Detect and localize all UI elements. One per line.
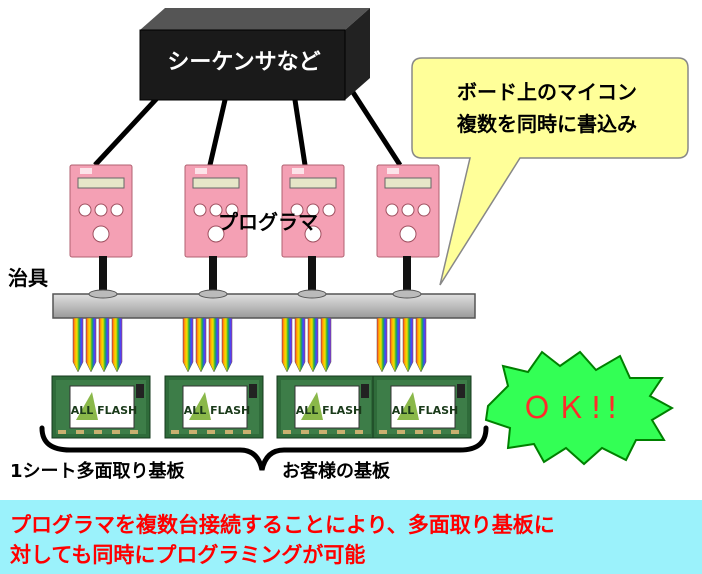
programmer-button [385, 203, 399, 217]
pcb-board: ALL FLASH [276, 375, 376, 439]
programmer-connectors [99, 256, 411, 292]
programmer-button [306, 203, 320, 217]
footer-line-1: プログラマを複数台接続することにより、多面取り基板に [10, 513, 555, 537]
programmer-display [192, 177, 240, 189]
programmer-button [209, 203, 223, 217]
programmer-port [399, 225, 417, 243]
footer-box [0, 500, 702, 574]
board-logo-text: ALL FLASH [71, 404, 138, 417]
board-logo-panel [182, 385, 248, 429]
board-logo-text: ALL FLASH [296, 404, 363, 417]
programmer-display [384, 177, 432, 189]
board-logo-text: ALL FLASH [392, 404, 459, 417]
pcb-board: ALL FLASH [164, 375, 264, 439]
cable-bundle [72, 317, 123, 373]
board-logo-panel [294, 385, 360, 429]
programmer-button [110, 203, 124, 217]
callout-text: ボード上のマイコン 複数を同時に書込み [412, 76, 682, 140]
programmer-display [289, 177, 337, 189]
programmer-display [77, 177, 125, 189]
programmer-button [193, 203, 207, 217]
programmer-button [417, 203, 431, 217]
programmer-label: プログラマ [218, 210, 318, 234]
ok-label: ＯＫ!! [521, 391, 623, 426]
brace-label-right: お客様の基板 [282, 461, 390, 482]
jig-label: 治具 [8, 266, 48, 290]
programmer-unit [281, 164, 345, 258]
programmer-unit [376, 164, 440, 258]
ok-burst [484, 350, 675, 466]
programmer-button [78, 203, 92, 217]
programmer-button [225, 203, 239, 217]
callout-line-1: ボード上のマイコン [457, 80, 637, 104]
pcb-board: ALL FLASH [51, 375, 151, 439]
footer-line-2: 対しても同時にプログラミングが可能 [10, 543, 366, 567]
board-brace [39, 425, 489, 471]
programmer-button [322, 203, 336, 217]
sequencer-label: シーケンサなど [167, 50, 321, 75]
programmer-button [94, 203, 108, 217]
board-group: ALL FLASH ALL FLASH ALL FLASH ALL FLASH [51, 375, 472, 439]
speech-callout [411, 57, 689, 286]
brace-label-left: 1シート多面取り基板 [10, 461, 185, 482]
board-logo-text: ALL FLASH [184, 404, 251, 417]
cable-bundle [376, 317, 427, 373]
board-logo-panel [69, 385, 135, 429]
programmer-port [92, 225, 110, 243]
sequencer-wires [93, 78, 403, 167]
programmer-button [401, 203, 415, 217]
pcb-board: ALL FLASH [372, 375, 472, 439]
board-logo-panel [390, 385, 456, 429]
cable-bundle [182, 317, 233, 373]
programmer-button [290, 203, 304, 217]
programmer-unit [69, 164, 133, 258]
programmer-unit [184, 164, 248, 258]
programmer-group [69, 164, 440, 258]
footer-text: プログラマを複数台接続することにより、多面取り基板に 対しても同時にプログラミン… [10, 510, 700, 570]
cable-bundle [281, 317, 332, 373]
programmer-port [207, 225, 225, 243]
callout-line-2: 複数を同時に書込み [457, 112, 637, 136]
probe-cables [72, 317, 427, 373]
programmer-port [304, 225, 322, 243]
jig-fixture [52, 289, 476, 319]
sequencer-box [139, 8, 370, 101]
